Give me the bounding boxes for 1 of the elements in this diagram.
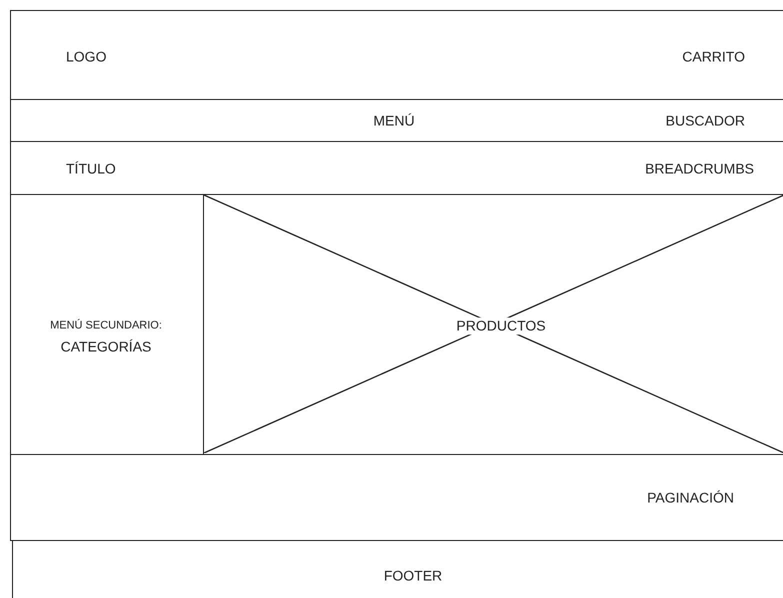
header-band bbox=[10, 10, 783, 100]
